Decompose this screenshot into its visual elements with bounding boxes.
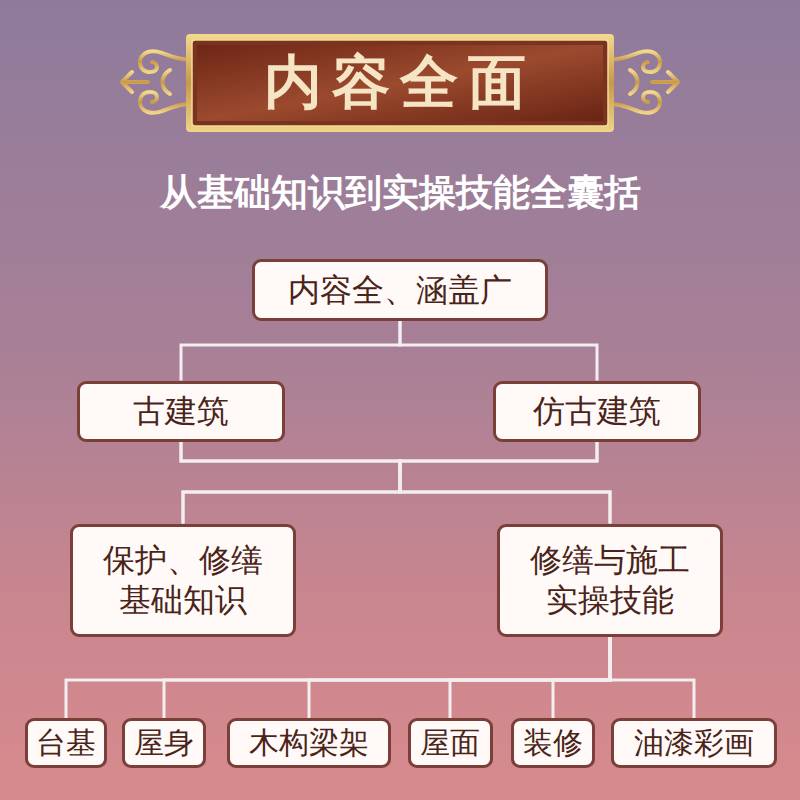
node-label: 仿古建筑 <box>533 391 661 431</box>
connector-line <box>66 637 610 719</box>
tree-connector <box>66 637 610 719</box>
connector-line <box>181 321 400 381</box>
node-label: 装修 <box>523 724 583 762</box>
tree-connector <box>309 637 610 719</box>
subtitle: 从基础知识到实操技能全囊括 <box>0 168 800 218</box>
category-box: 古建筑 <box>77 381 285 442</box>
connector-line <box>181 442 610 524</box>
node-label: 油漆彩画 <box>634 724 754 762</box>
banner-frame <box>186 34 614 132</box>
connector-line <box>400 442 610 524</box>
banner-inner-frame <box>192 40 608 126</box>
skill-box: 屋身 <box>122 718 206 768</box>
node-label: 台基 <box>36 724 96 762</box>
category-box: 仿古建筑 <box>493 381 701 442</box>
skill-box: 装修 <box>511 718 595 768</box>
node-label: 内容全、涵盖广 <box>288 270 512 310</box>
tree-connector <box>181 442 400 524</box>
tree-connector <box>181 321 400 381</box>
skill-box: 木构梁架 <box>227 718 391 768</box>
tree-connector <box>553 637 610 719</box>
connector-line <box>450 637 610 719</box>
topic-box: 保护、修缮 基础知识 <box>70 524 296 637</box>
tree-connector <box>400 321 597 381</box>
node-label: 保护、修缮 基础知识 <box>97 540 269 620</box>
node-label: 木构梁架 <box>249 724 369 762</box>
connector-line <box>400 321 597 381</box>
topic-box: 修缮与施工 实操技能 <box>497 524 723 637</box>
skill-box: 台基 <box>25 718 107 768</box>
banner-ornament-right <box>610 51 678 113</box>
tree-connector <box>450 637 610 719</box>
root-box: 内容全、涵盖广 <box>252 259 548 321</box>
tree-connector <box>164 637 610 719</box>
tree-connector <box>183 442 597 524</box>
node-label: 屋面 <box>420 724 480 762</box>
connector-line <box>181 442 400 524</box>
connector-line <box>610 637 694 719</box>
node-label: 屋身 <box>134 724 194 762</box>
banner-panel <box>197 45 603 121</box>
connector-line <box>553 637 610 719</box>
tree-connector <box>400 442 610 524</box>
connector-line <box>183 442 597 524</box>
skill-box: 油漆彩画 <box>611 718 777 768</box>
tree-connector <box>181 442 610 524</box>
banner-title: 内容全面 <box>200 44 600 122</box>
connector-line <box>309 637 610 719</box>
tree-connector <box>610 637 694 719</box>
node-label: 古建筑 <box>133 391 229 431</box>
banner-ornament-left <box>122 51 190 113</box>
node-label: 修缮与施工 实操技能 <box>524 540 696 620</box>
connector-line <box>164 637 610 719</box>
skill-box: 屋面 <box>408 718 493 768</box>
